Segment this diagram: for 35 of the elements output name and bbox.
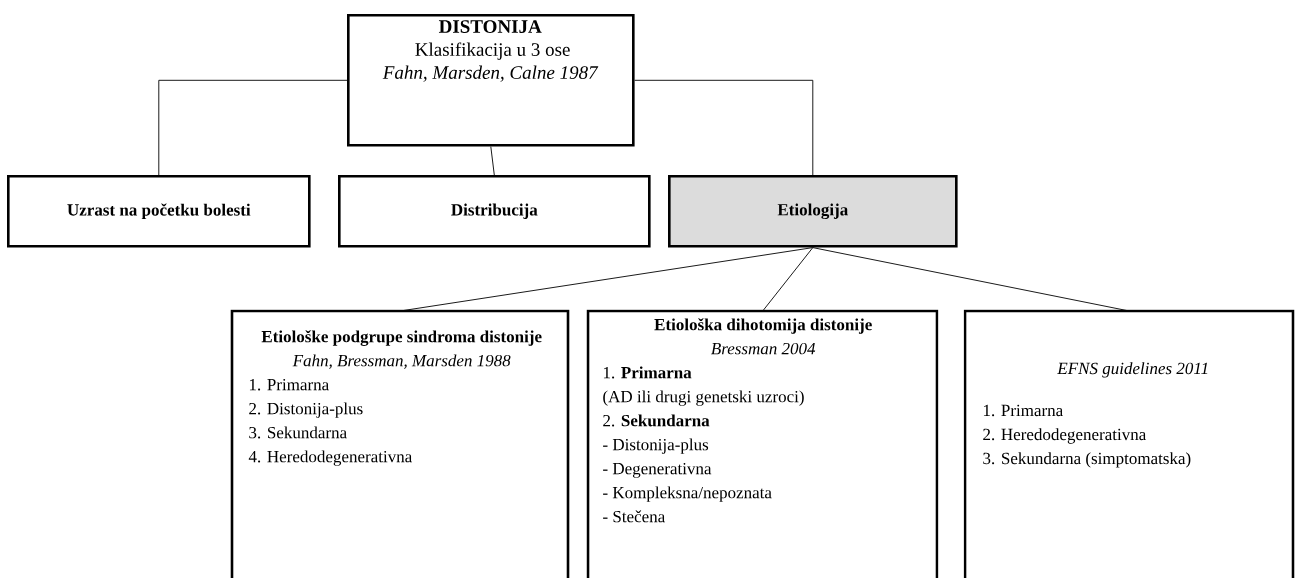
text-box [230,309,570,578]
text-box [963,309,1295,578]
citation-text: Bressman 2004 [711,342,816,355]
heading-text: DISTONIJA [438,20,542,33]
list-item: 2. Distonija-plus [249,402,363,418]
text-box [586,309,939,578]
text-box: Etiologija [668,175,958,248]
subtitle-text: Klasifikacija u 3 ose [415,42,570,60]
connector-line [634,79,814,176]
list-item: 1. Primarna [603,366,692,379]
citation-text: Fahn, Marsden, Calne 1987 [382,65,599,82]
list-item: 2. Sekundarna [603,414,710,427]
list-item: 1. Primarna [249,378,329,391]
citation-text: Fahn, Bressman, Marsden 1988 [292,354,511,369]
heading-text: Etiološke podgrupe sindroma distonije [261,330,542,346]
list-item: 4. Heredodegenerativna [248,450,412,466]
connector-line [399,247,814,312]
text-box: Distribucija [338,175,651,248]
list-item: - Stečena [603,510,665,523]
list-item: 2. Heredodegenerativna [983,428,1146,444]
list-item: 1. Primarna [983,404,1063,417]
list-item: 3. Sekundarna [249,426,347,439]
citation-text: EFNS guidelines 2011 [1057,362,1208,378]
connector-line [812,247,1130,312]
connector-line [158,79,348,176]
heading-text: Etiološka dihotomija distonije [654,318,872,334]
list-item: (AD ili drugi genetski uzroci) [603,390,804,406]
list-item: - Distonija-plus [603,438,709,454]
connector-line [490,146,495,176]
text-box [347,14,635,147]
list-item: - Kompleksna/nepoznata [603,486,772,502]
list-item: 3. Sekundarna (simptomatska) [983,452,1191,468]
text-box: Uzrast na početku bolesti [7,175,311,248]
connector-line [762,247,814,312]
list-item: - Degenerativna [603,462,712,478]
